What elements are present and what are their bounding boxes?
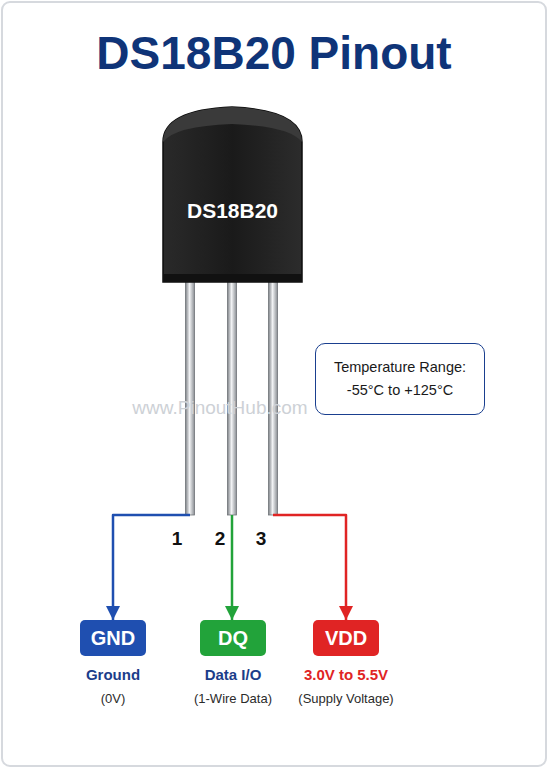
pin-connector (273, 515, 346, 620)
pin-number: 1 (172, 528, 183, 550)
pin-connector (113, 515, 190, 620)
pin-number: 3 (256, 528, 267, 550)
watermark: www.PinoutHub.com (132, 397, 307, 419)
pin-detail: (Supply Voltage) (298, 690, 393, 708)
pin-detail: (0V) (80, 690, 146, 708)
sensor-package: DS18B20 (160, 105, 305, 515)
pin-name: GND (80, 620, 146, 656)
package-top-rim (163, 107, 302, 142)
pin-name: DQ (200, 620, 266, 656)
pin-box: DQ Data I/O (1-Wire Data) (190, 620, 276, 708)
lead-wires (186, 278, 278, 515)
pin-function: Ground (80, 665, 146, 685)
pin-box: GND Ground (0V) (76, 620, 150, 708)
part-number: DS18B20 (160, 199, 305, 223)
note-value: -55°C to +125°C (334, 378, 466, 402)
pin-number: 2 (215, 528, 226, 550)
pin-function: Data I/O (194, 665, 272, 685)
package-body (163, 107, 302, 282)
pin-box: VDD 3.0V to 5.5V (Supply Voltage) (294, 620, 397, 708)
pin-detail: (1-Wire Data) (194, 690, 272, 708)
note-heading: Temperature Range: (334, 356, 466, 378)
pin-name: VDD (313, 620, 379, 656)
pin-connector (231, 515, 234, 620)
page-title: DS18B20 Pinout (0, 26, 548, 80)
info-box: Temperature Range:-55°C to +125°C (315, 343, 485, 415)
pin-function: 3.0V to 5.5V (298, 665, 393, 685)
